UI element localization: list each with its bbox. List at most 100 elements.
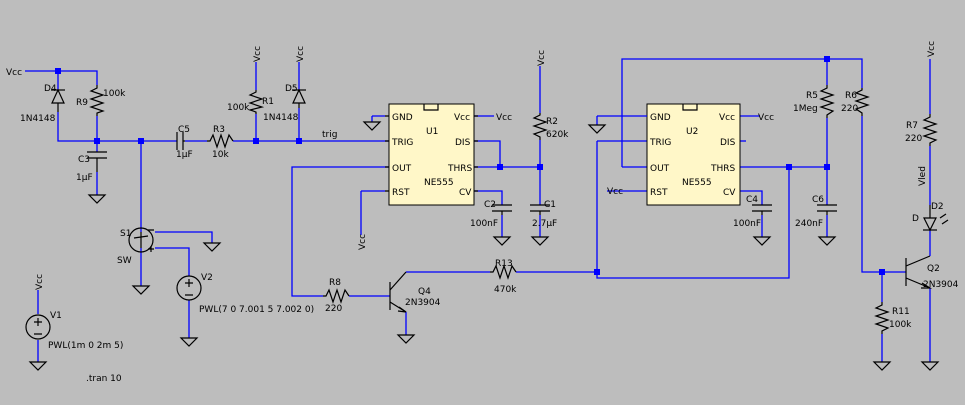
u1-part: NE555 xyxy=(424,178,454,188)
value-q2: 2N3904 xyxy=(923,280,959,290)
u2-pin-rst: RST xyxy=(650,188,668,198)
u2-pin-vcc: Vcc xyxy=(719,113,735,123)
vcc-flag-u2-pin: Vcc xyxy=(758,113,774,123)
value-r3: 10k xyxy=(212,150,229,160)
label-r2: R2 xyxy=(546,117,558,127)
u1-pin-rst: RST xyxy=(392,188,410,198)
switch-s1 xyxy=(128,227,154,253)
value-r6: 220 xyxy=(841,104,858,114)
u2-pin-cv: CV xyxy=(723,188,736,198)
diode-d5 xyxy=(292,88,306,108)
value-r11: 100k xyxy=(889,320,912,330)
value-r7: 220 xyxy=(905,134,922,144)
label-d2: D2 xyxy=(931,202,944,212)
label-d5: D5 xyxy=(285,84,298,94)
wires xyxy=(25,58,931,362)
label-c3: C3 xyxy=(78,155,90,165)
u1-name: U1 xyxy=(426,127,438,137)
u2-pin-dis: DIS xyxy=(720,138,736,148)
net-label-vled: Vled xyxy=(918,166,928,186)
label-v1: V1 xyxy=(50,311,62,321)
resistor-zigzags xyxy=(89,85,938,334)
led-d2 xyxy=(923,205,949,232)
u1-pin-out: OUT xyxy=(392,164,412,174)
u1-pin-thrs: THRS xyxy=(447,164,473,174)
vcc-flag-r2: Vcc xyxy=(537,50,547,66)
value-s1: SW xyxy=(117,256,132,266)
label-d4: D4 xyxy=(44,84,57,94)
vcc-flag-u1-pin: Vcc xyxy=(496,113,512,123)
u1-pin-trig: TRIG xyxy=(391,138,413,148)
u2-part: NE555 xyxy=(682,178,712,188)
label-c6: C6 xyxy=(812,195,824,205)
label-d: D xyxy=(912,214,919,224)
label-r9: R9 xyxy=(76,98,88,108)
value-c2: 100nF xyxy=(470,219,498,229)
label-v2: V2 xyxy=(201,273,213,283)
label-q2: Q2 xyxy=(927,264,940,274)
vcc-flag-left: Vcc xyxy=(6,68,22,78)
vcc-flag-rst: Vcc xyxy=(358,234,368,250)
label-r5: R5 xyxy=(806,91,818,101)
vcc-flag-u2-rst: Vcc xyxy=(607,187,623,197)
value-v1: PWL(1m 0 2m 5) xyxy=(48,341,123,351)
value-r5: 1Meg xyxy=(793,104,818,114)
transistor-q4 xyxy=(389,271,407,313)
value-q4: 2N3904 xyxy=(405,298,441,308)
u2-pin-trig: TRIG xyxy=(649,138,671,148)
label-r1: R1 xyxy=(262,97,274,107)
u2-pin-thrs: THRS xyxy=(710,164,736,174)
u1-pin-dis: DIS xyxy=(455,138,471,148)
label-c4: C4 xyxy=(746,195,758,205)
label-c2: C2 xyxy=(484,200,496,210)
u1-pin-vcc: Vcc xyxy=(454,113,470,123)
value-d5: 1N4148 xyxy=(263,113,299,123)
transistor-q2 xyxy=(905,255,933,289)
vcc-flag-d5: Vcc xyxy=(296,46,306,62)
value-r1: 100k xyxy=(227,103,250,113)
label-c5: C5 xyxy=(178,125,190,135)
ic-u2-text: U2 NE555 GND TRIG OUT RST Vcc DIS THRS C… xyxy=(649,113,736,198)
label-r13: R13 xyxy=(495,259,513,269)
ic-u1-text: U1 NE555 GND TRIG OUT RST Vcc DIS THRS C… xyxy=(391,113,473,198)
label-r3: R3 xyxy=(213,125,225,135)
ic-u1-body xyxy=(361,103,478,206)
u1-pin-gnd: GND xyxy=(392,113,413,123)
vcc-flag-r1: Vcc xyxy=(253,46,263,62)
net-label-trig: trig xyxy=(322,130,337,140)
value-v2: PWL(7 0 7.001 5 7.002 0) xyxy=(199,305,314,315)
ic-u2-body xyxy=(597,103,741,206)
u2-name: U2 xyxy=(686,127,698,137)
label-q4: Q4 xyxy=(418,287,431,297)
value-c5: 1µF xyxy=(176,150,193,160)
value-r9: 100k xyxy=(103,89,126,99)
value-c4: 100nF xyxy=(733,219,761,229)
value-d4: 1N4148 xyxy=(20,114,56,124)
vcc-flag-v1: Vcc xyxy=(35,274,45,290)
u2-pin-out: OUT xyxy=(650,164,670,174)
label-r11: R11 xyxy=(892,307,910,317)
value-r8: 220 xyxy=(325,304,342,314)
diode-d4 xyxy=(51,88,65,112)
label-c1: C1 xyxy=(544,200,556,210)
spice-directive: .tran 10 xyxy=(86,374,122,384)
vcc-flags: Vcc Vcc Vcc Vcc Vcc Vcc Vcc Vcc Vcc Vcc xyxy=(6,41,937,290)
capacitor-plates xyxy=(87,132,837,215)
label-r8: R8 xyxy=(329,278,341,288)
value-c1: 2.7µF xyxy=(532,219,557,229)
source-v1 xyxy=(25,314,51,340)
source-v2 xyxy=(176,275,202,301)
value-c6: 240nF xyxy=(795,219,823,229)
ground-symbols xyxy=(28,121,940,371)
value-c3: 1µF xyxy=(76,173,93,183)
label-r6: R6 xyxy=(845,91,857,101)
u1-pin-cv: CV xyxy=(459,188,472,198)
junctions xyxy=(55,56,885,275)
vcc-flag-r7: Vcc xyxy=(927,41,937,57)
u2-pin-gnd: GND xyxy=(650,113,671,123)
value-r2: 620k xyxy=(546,130,569,140)
label-s1: S1 xyxy=(120,229,131,239)
component-labels: D4 1N4148 R9 100k C3 1µF C5 1µF R3 10k R… xyxy=(20,84,959,351)
value-r13: 470k xyxy=(494,285,517,295)
